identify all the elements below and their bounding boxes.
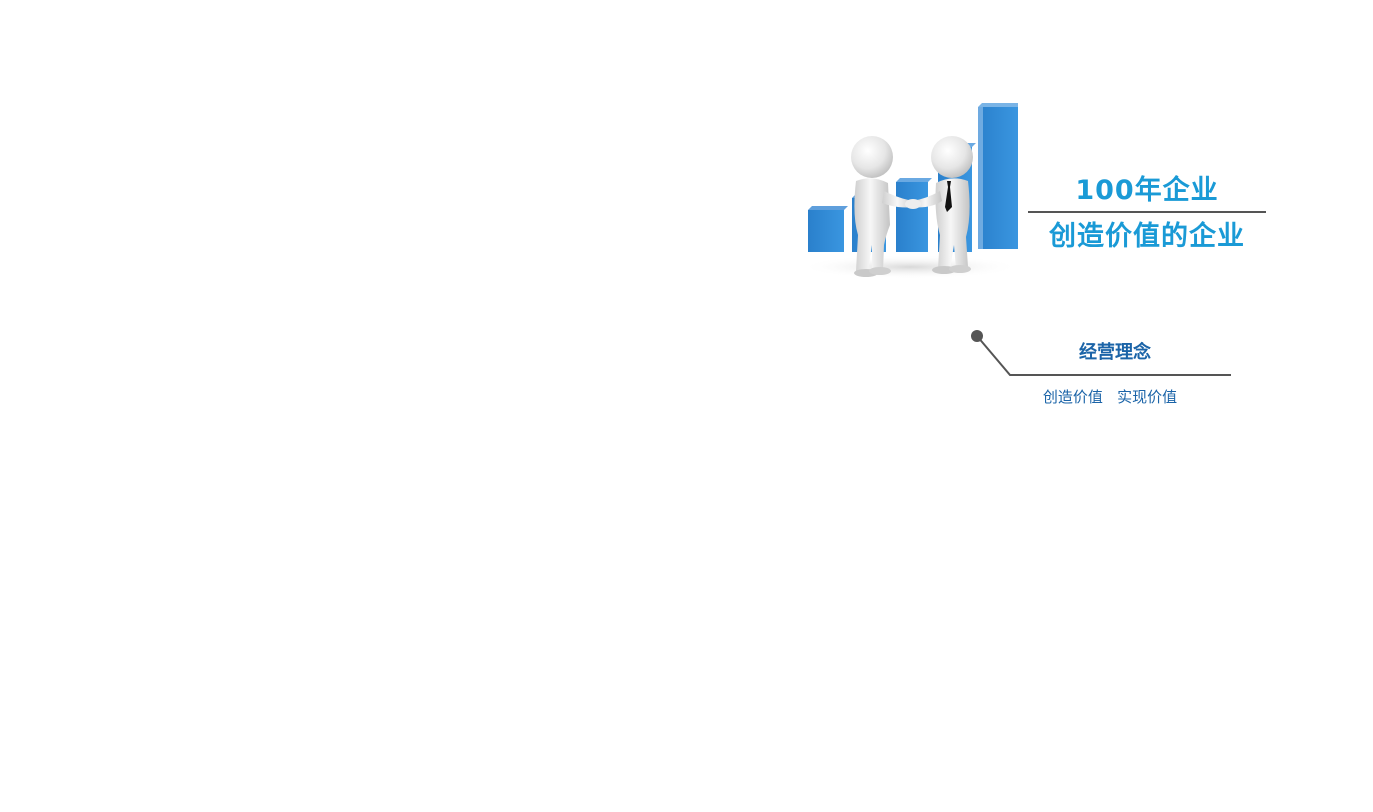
philosophy-title: 经营理念 <box>1079 342 1151 363</box>
handshake-bar-chart-icon <box>800 95 1030 285</box>
slogan-line-1: 100年企业 <box>1075 175 1219 206</box>
philosophy-subtitle: 创造价值 实现价值 <box>1042 388 1178 406</box>
slogan-divider <box>1028 211 1266 213</box>
callout-connector-line <box>971 330 1231 376</box>
slogan-line-2: 创造价值的企业 <box>1049 221 1245 252</box>
